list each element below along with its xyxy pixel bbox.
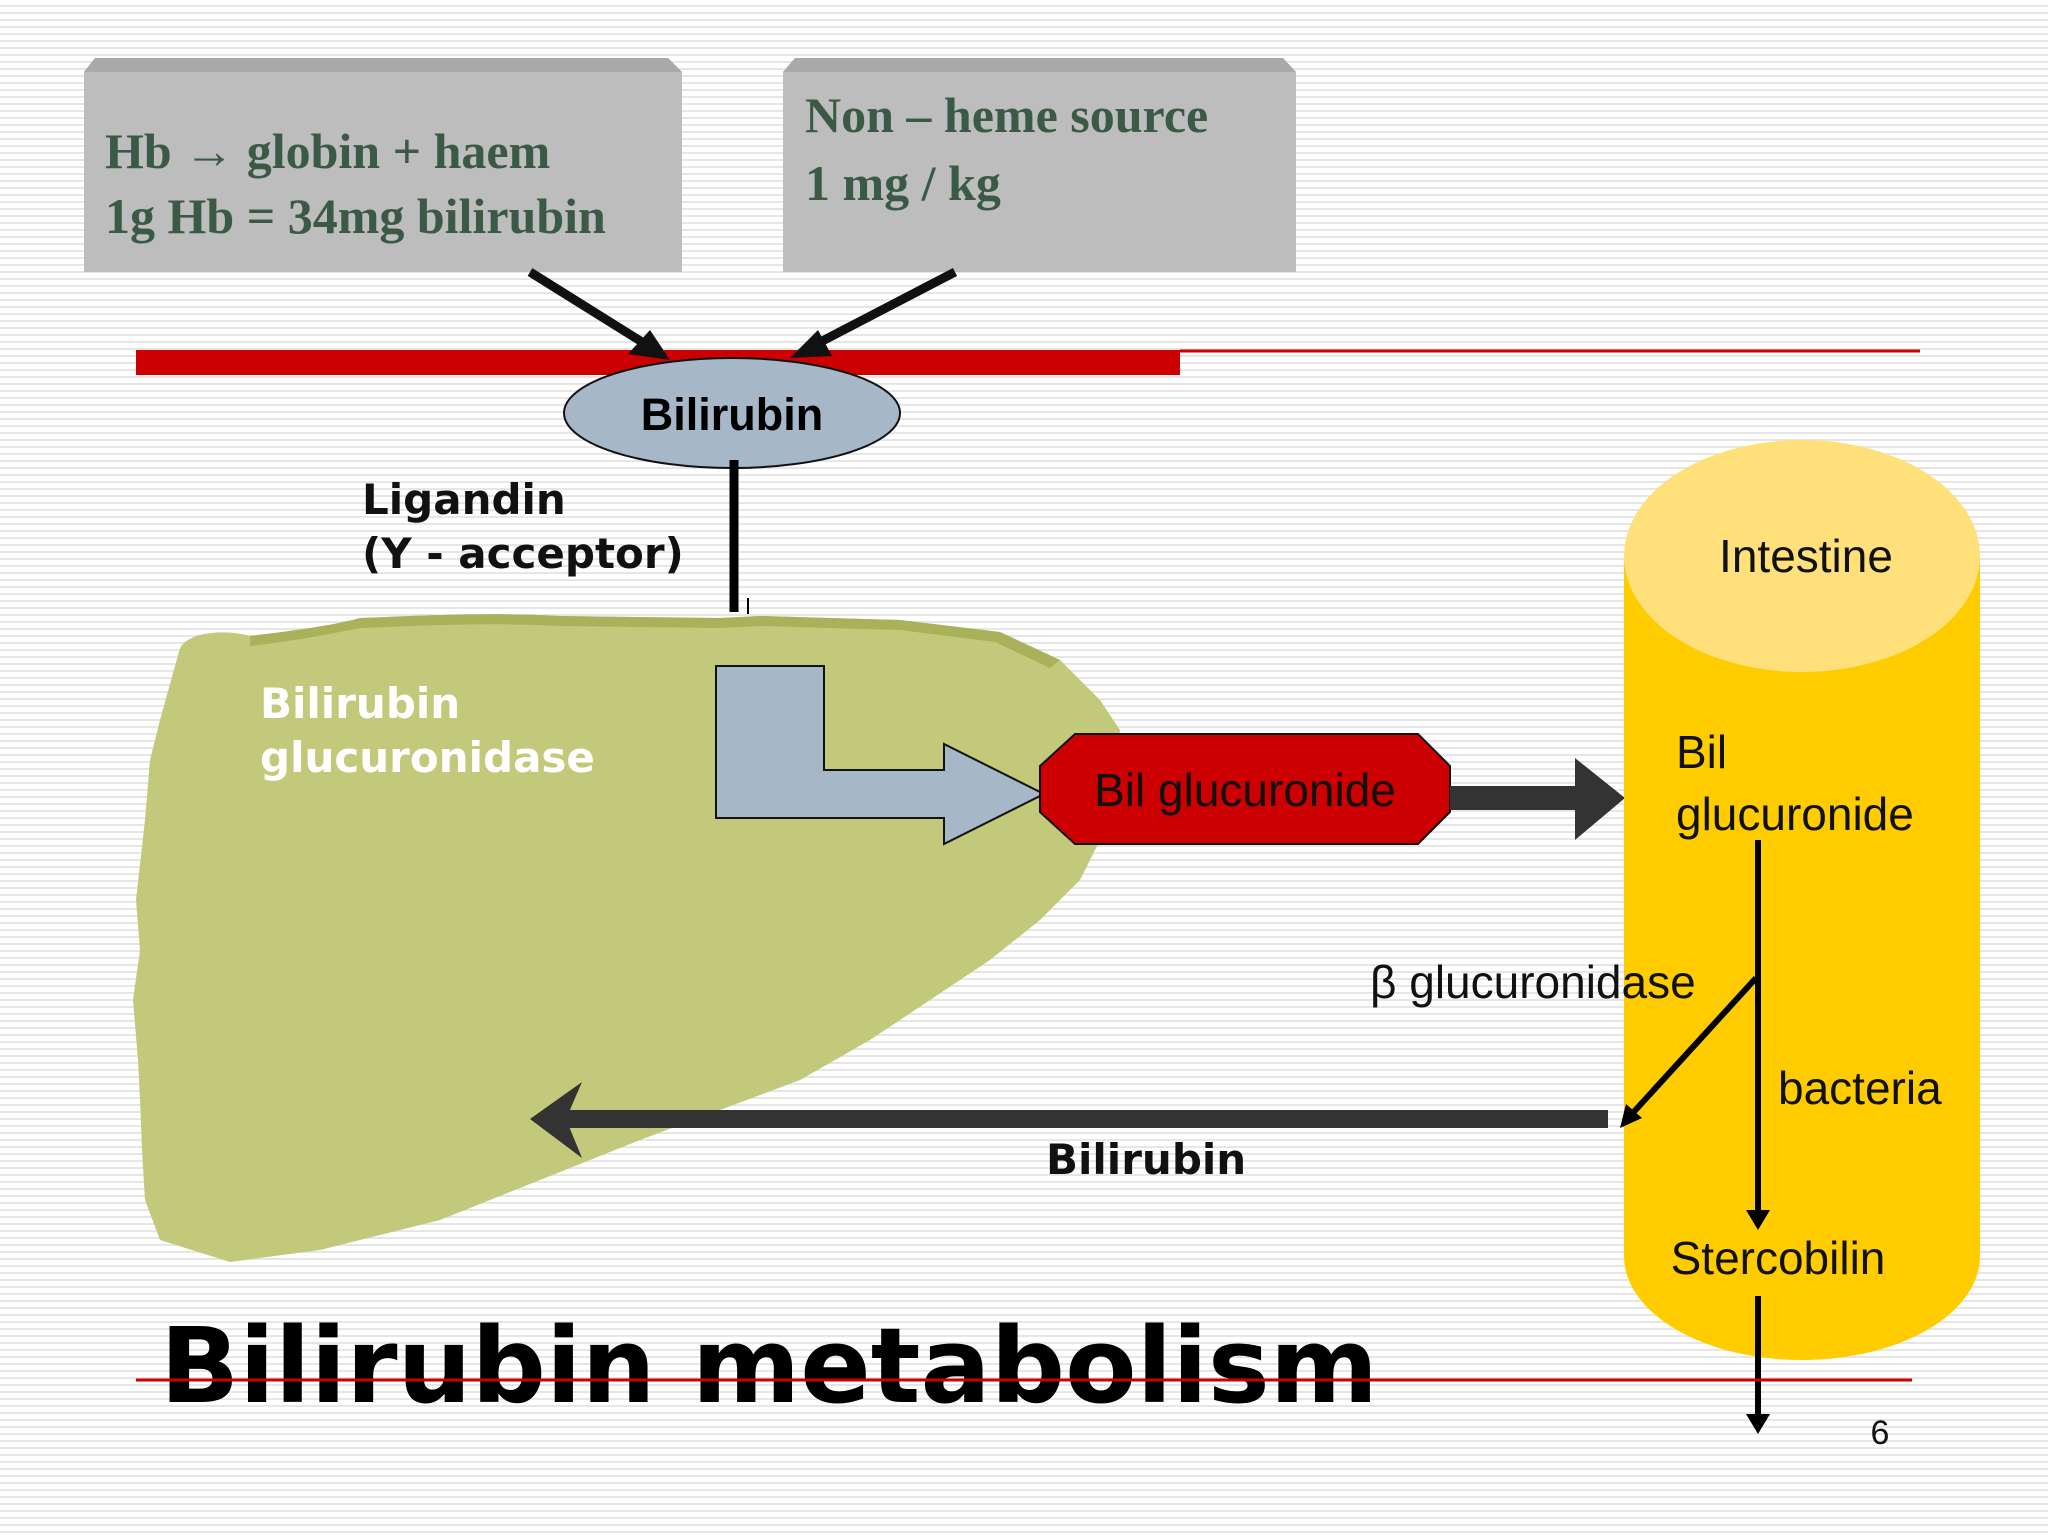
hb-source-line1: Hb → globin + haem — [105, 123, 550, 179]
bent-arrow — [715, 665, 1047, 846]
slide-title: Bilirubin metabolism — [160, 1305, 1378, 1427]
stercobilin-label: Stercobilin — [1671, 1232, 1886, 1284]
intestine-bil-line2: glucuronide — [1676, 788, 1914, 840]
bacteria-label: bacteria — [1778, 1062, 1942, 1114]
liver-label-line1: Bilirubin — [260, 679, 460, 728]
slide-number: 6 — [1871, 1414, 1890, 1452]
intestine-bil-line1: Bil — [1676, 726, 1727, 778]
ligandin-label-line1: Ligandin — [362, 475, 566, 524]
non-heme-line2: 1 mg / kg — [805, 155, 1001, 211]
arrow-hb-to-bilirubin — [527, 268, 661, 356]
ligandin-label-line2: (Y - acceptor) — [362, 529, 684, 578]
bil-glucuronide-box — [1039, 733, 1451, 845]
bilirubin-oval-label: Bilirubin — [641, 389, 823, 440]
arrow-to-intestine — [1450, 758, 1625, 840]
liver-label-line2: glucuronidase — [260, 733, 595, 782]
arrow-nonheme-to-bilirubin — [802, 268, 958, 354]
bilirubin-return-label: Bilirubin — [1046, 1135, 1246, 1184]
non-heme-source-box: Non – heme source 1 mg / kg — [783, 58, 1296, 272]
bil-glucuronide-label: Bil glucuronide — [1094, 764, 1396, 816]
intestine-cylinder — [1624, 440, 1980, 1360]
beta-glucuronidase-arrow — [1627, 975, 1759, 1119]
hb-source-line2: 1g Hb = 34mg bilirubin — [105, 188, 606, 244]
bilirubin-return-arrow-shaft — [560, 1110, 1608, 1128]
intestine-label: Intestine — [1719, 530, 1893, 582]
beta-glucuronidase-label: β glucuronidase — [1370, 956, 1696, 1008]
hb-source-box: Hb → globin + haem 1g Hb = 34mg bilirubi… — [84, 58, 682, 272]
non-heme-line1: Non – heme source — [805, 87, 1208, 143]
